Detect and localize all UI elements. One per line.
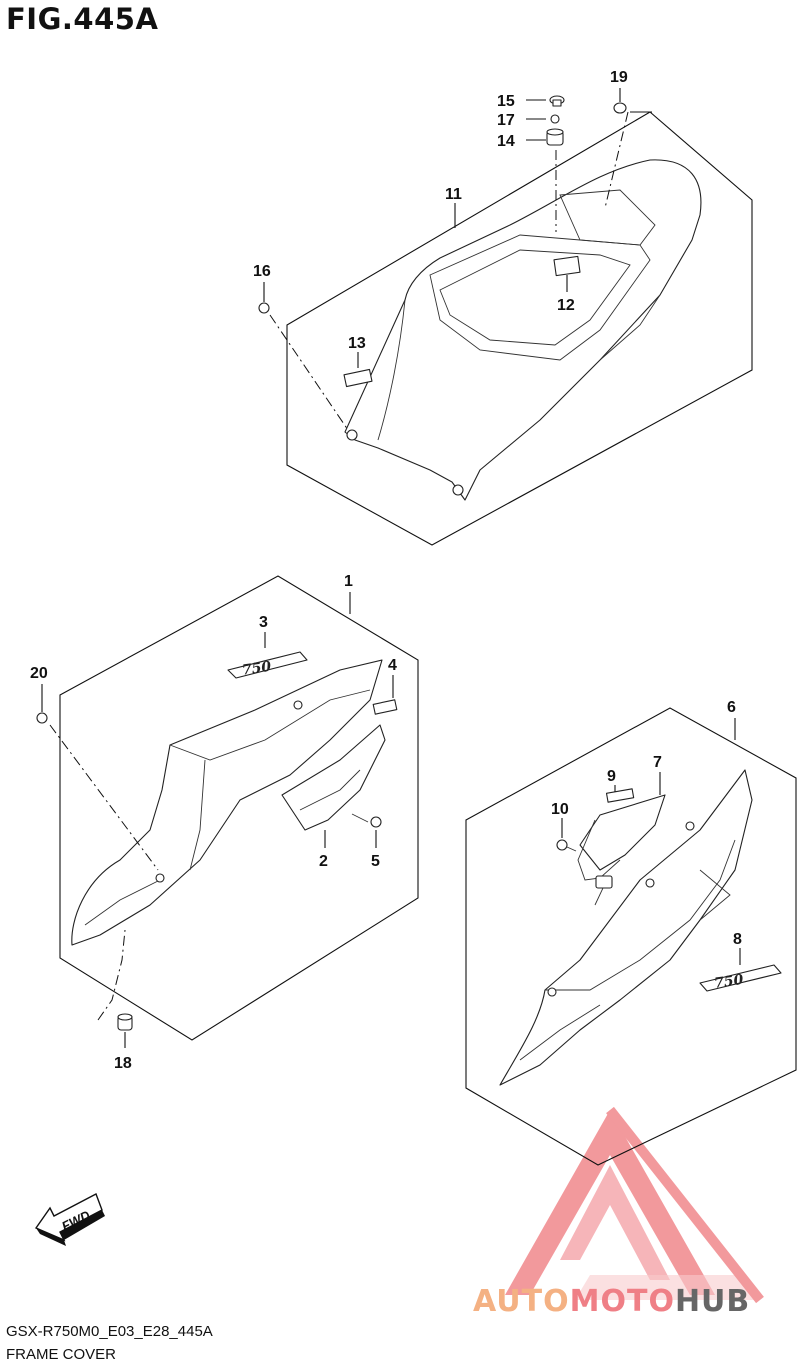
part-label-12: 12 bbox=[557, 297, 575, 314]
watermark-text: AUTOMOTOHUB bbox=[473, 1284, 750, 1319]
part-label-1: 1 bbox=[344, 573, 353, 590]
part-label-4: 4 bbox=[388, 657, 397, 674]
part-label-8: 8 bbox=[733, 931, 742, 948]
left-frame-cover-part bbox=[71, 659, 383, 946]
watermark-logo bbox=[505, 1106, 764, 1304]
fwd-arrow-icon: FWD bbox=[34, 1193, 105, 1246]
tail-cover-group bbox=[258, 88, 753, 546]
emblem-3: 750 bbox=[227, 651, 308, 679]
watermark-text-hub: HUB bbox=[674, 1284, 751, 1319]
tail-cowl-part bbox=[344, 159, 702, 501]
footer-diagram-name: FRAME COVER bbox=[6, 1346, 117, 1363]
cushion-14-top bbox=[546, 128, 564, 136]
emblem-3-text: 750 bbox=[241, 659, 272, 679]
part-label-18: 18 bbox=[114, 1055, 132, 1072]
right-cover-frame bbox=[465, 707, 797, 1166]
label-12-shape bbox=[553, 255, 581, 277]
left-cover-group: 750 bbox=[36, 575, 419, 1048]
part-label-17: 17 bbox=[497, 112, 515, 129]
figure-title: FIG.445A bbox=[6, 2, 159, 36]
part-label-14: 14 bbox=[497, 133, 515, 150]
emblem-8-text: 750 bbox=[713, 972, 744, 992]
part-label-20: 20 bbox=[30, 665, 48, 682]
watermark-text-auto: AUTO bbox=[473, 1284, 570, 1319]
part-label-10: 10 bbox=[551, 801, 569, 818]
part-label-3: 3 bbox=[259, 614, 268, 631]
part-label-2: 2 bbox=[319, 853, 328, 870]
right-cover-group: 750 bbox=[465, 707, 797, 1166]
screw-19 bbox=[613, 102, 627, 114]
part-label-6: 6 bbox=[727, 699, 736, 716]
part-label-11: 11 bbox=[445, 186, 462, 203]
screw-16 bbox=[258, 302, 270, 314]
mount-hole-left bbox=[346, 429, 358, 441]
screw-15-shank bbox=[552, 99, 562, 107]
part-label-5: 5 bbox=[371, 853, 380, 870]
bracket-7-part bbox=[579, 794, 666, 871]
left-cover-frame bbox=[59, 575, 419, 1041]
label-13-shape bbox=[343, 368, 373, 388]
mount-hole-right bbox=[452, 484, 464, 496]
part-label-13: 13 bbox=[348, 335, 366, 352]
washer-17 bbox=[550, 114, 560, 124]
inner-panel-part bbox=[281, 724, 386, 831]
footer-diagram-code: GSX-R750M0_E03_E28_445A bbox=[6, 1323, 213, 1340]
part-label-15: 15 bbox=[497, 93, 515, 110]
right-frame-cover-part bbox=[499, 769, 753, 1086]
part-label-7: 7 bbox=[653, 754, 662, 771]
part-label-19: 19 bbox=[610, 69, 628, 86]
emblem-8: 750 bbox=[699, 964, 782, 992]
part-label-9: 9 bbox=[607, 768, 616, 785]
part-label-16: 16 bbox=[253, 263, 271, 280]
part-labels: 1 2 3 4 5 6 7 8 9 10 11 12 13 14 15 16 1… bbox=[30, 69, 742, 1072]
watermark-text-moto: MOTO bbox=[569, 1284, 675, 1319]
